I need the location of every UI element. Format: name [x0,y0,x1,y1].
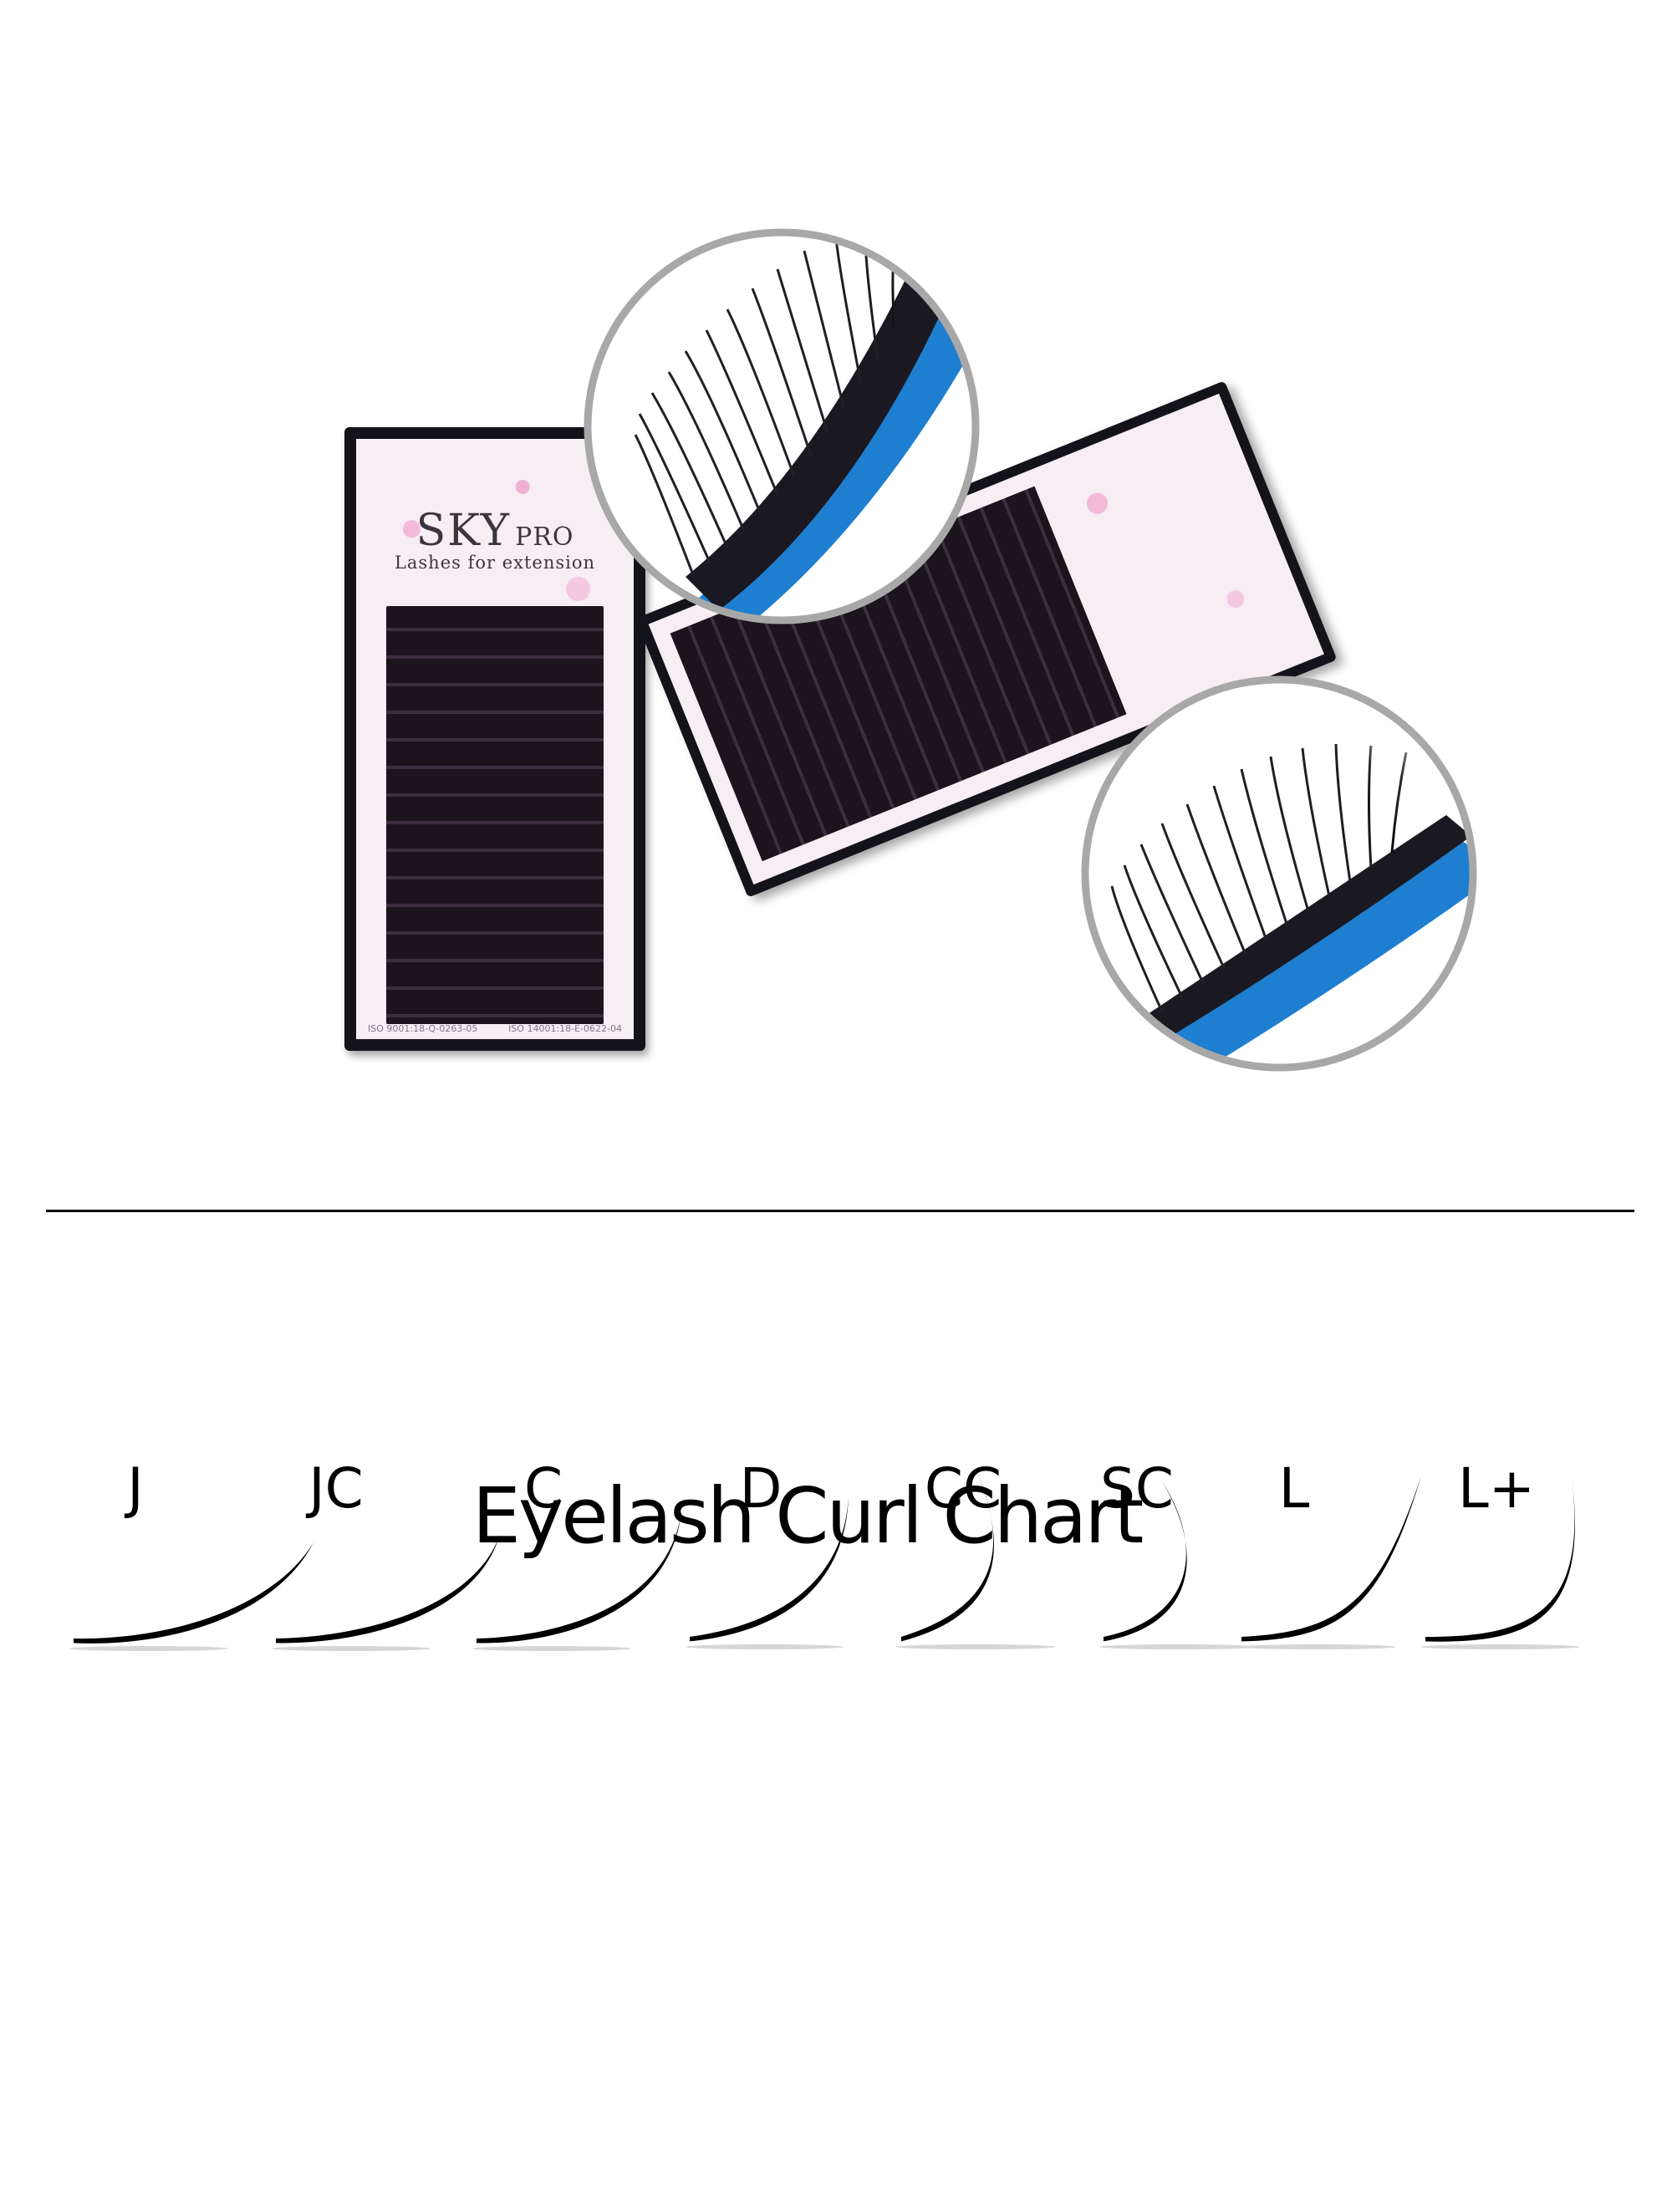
curl-label-cc: CC [924,1456,1002,1521]
curl-label-sc: SC [1100,1456,1174,1521]
palette-card: SKY PRO Lashes for extension ISO 9001:18… [356,439,634,1039]
brand-main: SKY [415,506,511,556]
curl-label-c: C [523,1456,563,1521]
curl-shadow-d [686,1644,844,1649]
curl-label-j: J [127,1456,144,1521]
zoom-circle-bottom [1081,675,1477,1072]
curl-shapes [69,1471,1580,1651]
curl-shadow-l [1237,1644,1396,1649]
curl-shape-cc [901,1471,994,1642]
iso-14001: ISO 14001:18-E-0622-04 [508,1023,622,1034]
iso-9001: ISO 9001:18-Q-0263-05 [368,1023,478,1034]
curl-label-jc: JC [308,1456,364,1521]
chart-title: Eyelash Curl Chart [472,1471,1144,1561]
curl-label-l: L [1278,1456,1310,1521]
lash-rows [386,606,604,1024]
brand-sub: PRO [515,522,574,552]
lash-palette-upright: SKY PRO Lashes for extension ISO 9001:18… [344,427,645,1051]
curl-shadow-cc [897,1644,1056,1649]
curl-shadow-sc [1099,1644,1258,1649]
curl-label-d: D [739,1456,782,1521]
curl-shadow-c [472,1646,631,1651]
curl-shape-j [74,1542,314,1644]
curl-label-l-plus: L+ [1457,1456,1536,1521]
section-divider [46,1210,1634,1212]
zoom-circle-top [584,228,980,624]
brand-logo: SKY PRO Lashes for extension [356,506,634,573]
curl-shadow-j [69,1646,228,1651]
brand-tagline: Lashes for extension [394,553,596,573]
curl-shadow-jc [272,1646,431,1651]
iso-certifications: ISO 9001:18-Q-0263-05 ISO 14001:18-E-062… [368,1023,622,1034]
curl-shadow-l-plus [1421,1644,1580,1649]
